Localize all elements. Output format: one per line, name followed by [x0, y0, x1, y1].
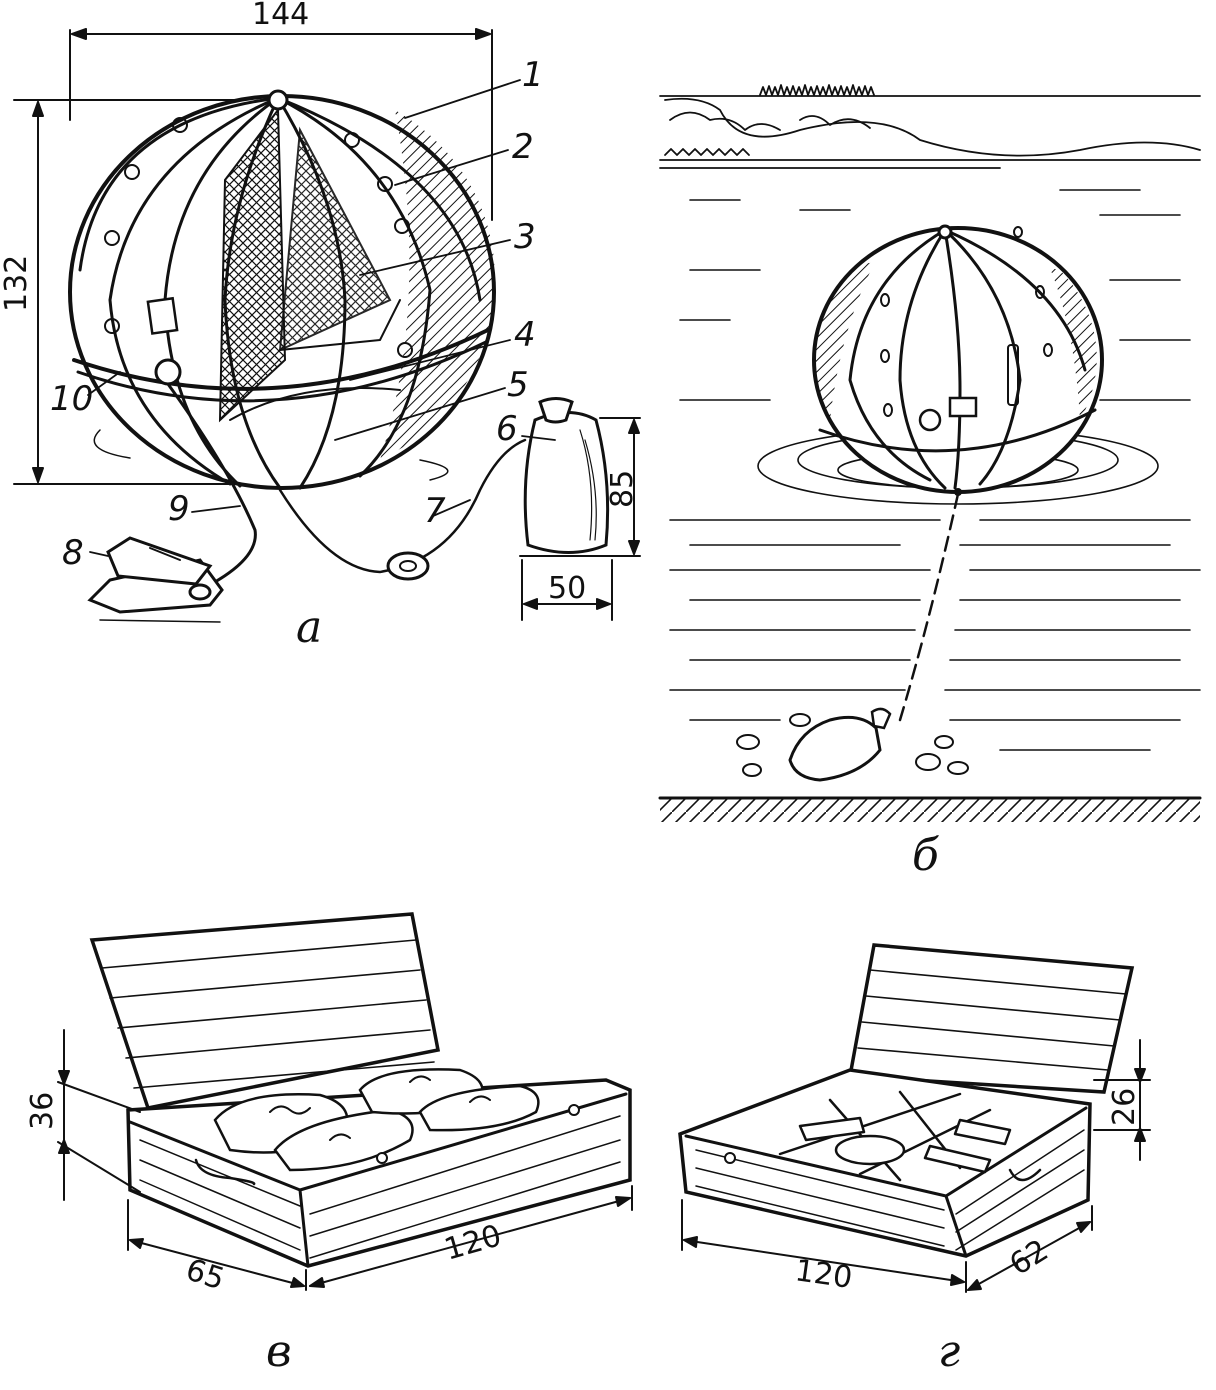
callout-9: 9 [168, 489, 190, 529]
box-g-lid [847, 943, 1135, 1094]
box-g-compartments [778, 1090, 1012, 1182]
callout-8: 8 [62, 533, 84, 573]
callout-2: 2 [512, 127, 534, 167]
box-g-dimensions [681, 1039, 1151, 1293]
pump-and-hose [87, 382, 257, 623]
callout-5: 5 [507, 365, 529, 405]
panel-label-v: в [266, 1326, 292, 1377]
panel-v: 36 65 120 в [25, 912, 633, 1377]
callout-leaders [87, 79, 556, 557]
box-latch [376, 1152, 388, 1164]
panel-label-b: б [912, 830, 939, 881]
dim-144: 144 [252, 0, 309, 32]
panel-label-g: г [938, 1326, 960, 1377]
box-lid [89, 912, 441, 1111]
callout-4: 4 [514, 315, 536, 355]
callout-6: 6 [496, 409, 518, 449]
callout-7: 7 [424, 491, 446, 531]
dim-85: 85 [605, 470, 640, 508]
anchor-bag [519, 397, 616, 557]
panel-b: б [658, 84, 1202, 881]
water-surface [669, 189, 1201, 751]
anchor-line [898, 492, 960, 722]
dim-26: 26 [1107, 1088, 1142, 1126]
callout-10: 10 [50, 379, 93, 419]
box-g-latch [724, 1152, 736, 1164]
river-bottom [658, 707, 1202, 822]
dim-62: 62 [1004, 1233, 1055, 1283]
anchor-rope [278, 438, 527, 581]
dim-132: 132 [0, 255, 34, 312]
floating-sphere [812, 224, 1104, 496]
callout-1: 1 [522, 55, 544, 95]
panel-label-a: а [296, 602, 322, 653]
dim-65: 65 [182, 1252, 229, 1297]
dim-50: 50 [548, 571, 586, 606]
box-v-dimensions [57, 1029, 633, 1291]
dim-36: 36 [25, 1092, 60, 1130]
lid-planks [101, 939, 435, 1089]
panel-g: 120 62 26 г [678, 943, 1151, 1377]
box-latch-2 [568, 1104, 580, 1116]
sphere-width-dimension [69, 28, 493, 221]
dim-120-g: 120 [793, 1253, 855, 1296]
box-handle [194, 1158, 256, 1186]
far-shore [659, 84, 1201, 169]
box-g-handle [1008, 1168, 1042, 1182]
callout-3: 3 [514, 217, 536, 257]
bag-dimensions [521, 417, 641, 621]
panel-a: 1 2 3 4 5 6 7 8 9 10 144 132 85 50 а [0, 0, 641, 653]
sphere-tent [68, 89, 496, 490]
